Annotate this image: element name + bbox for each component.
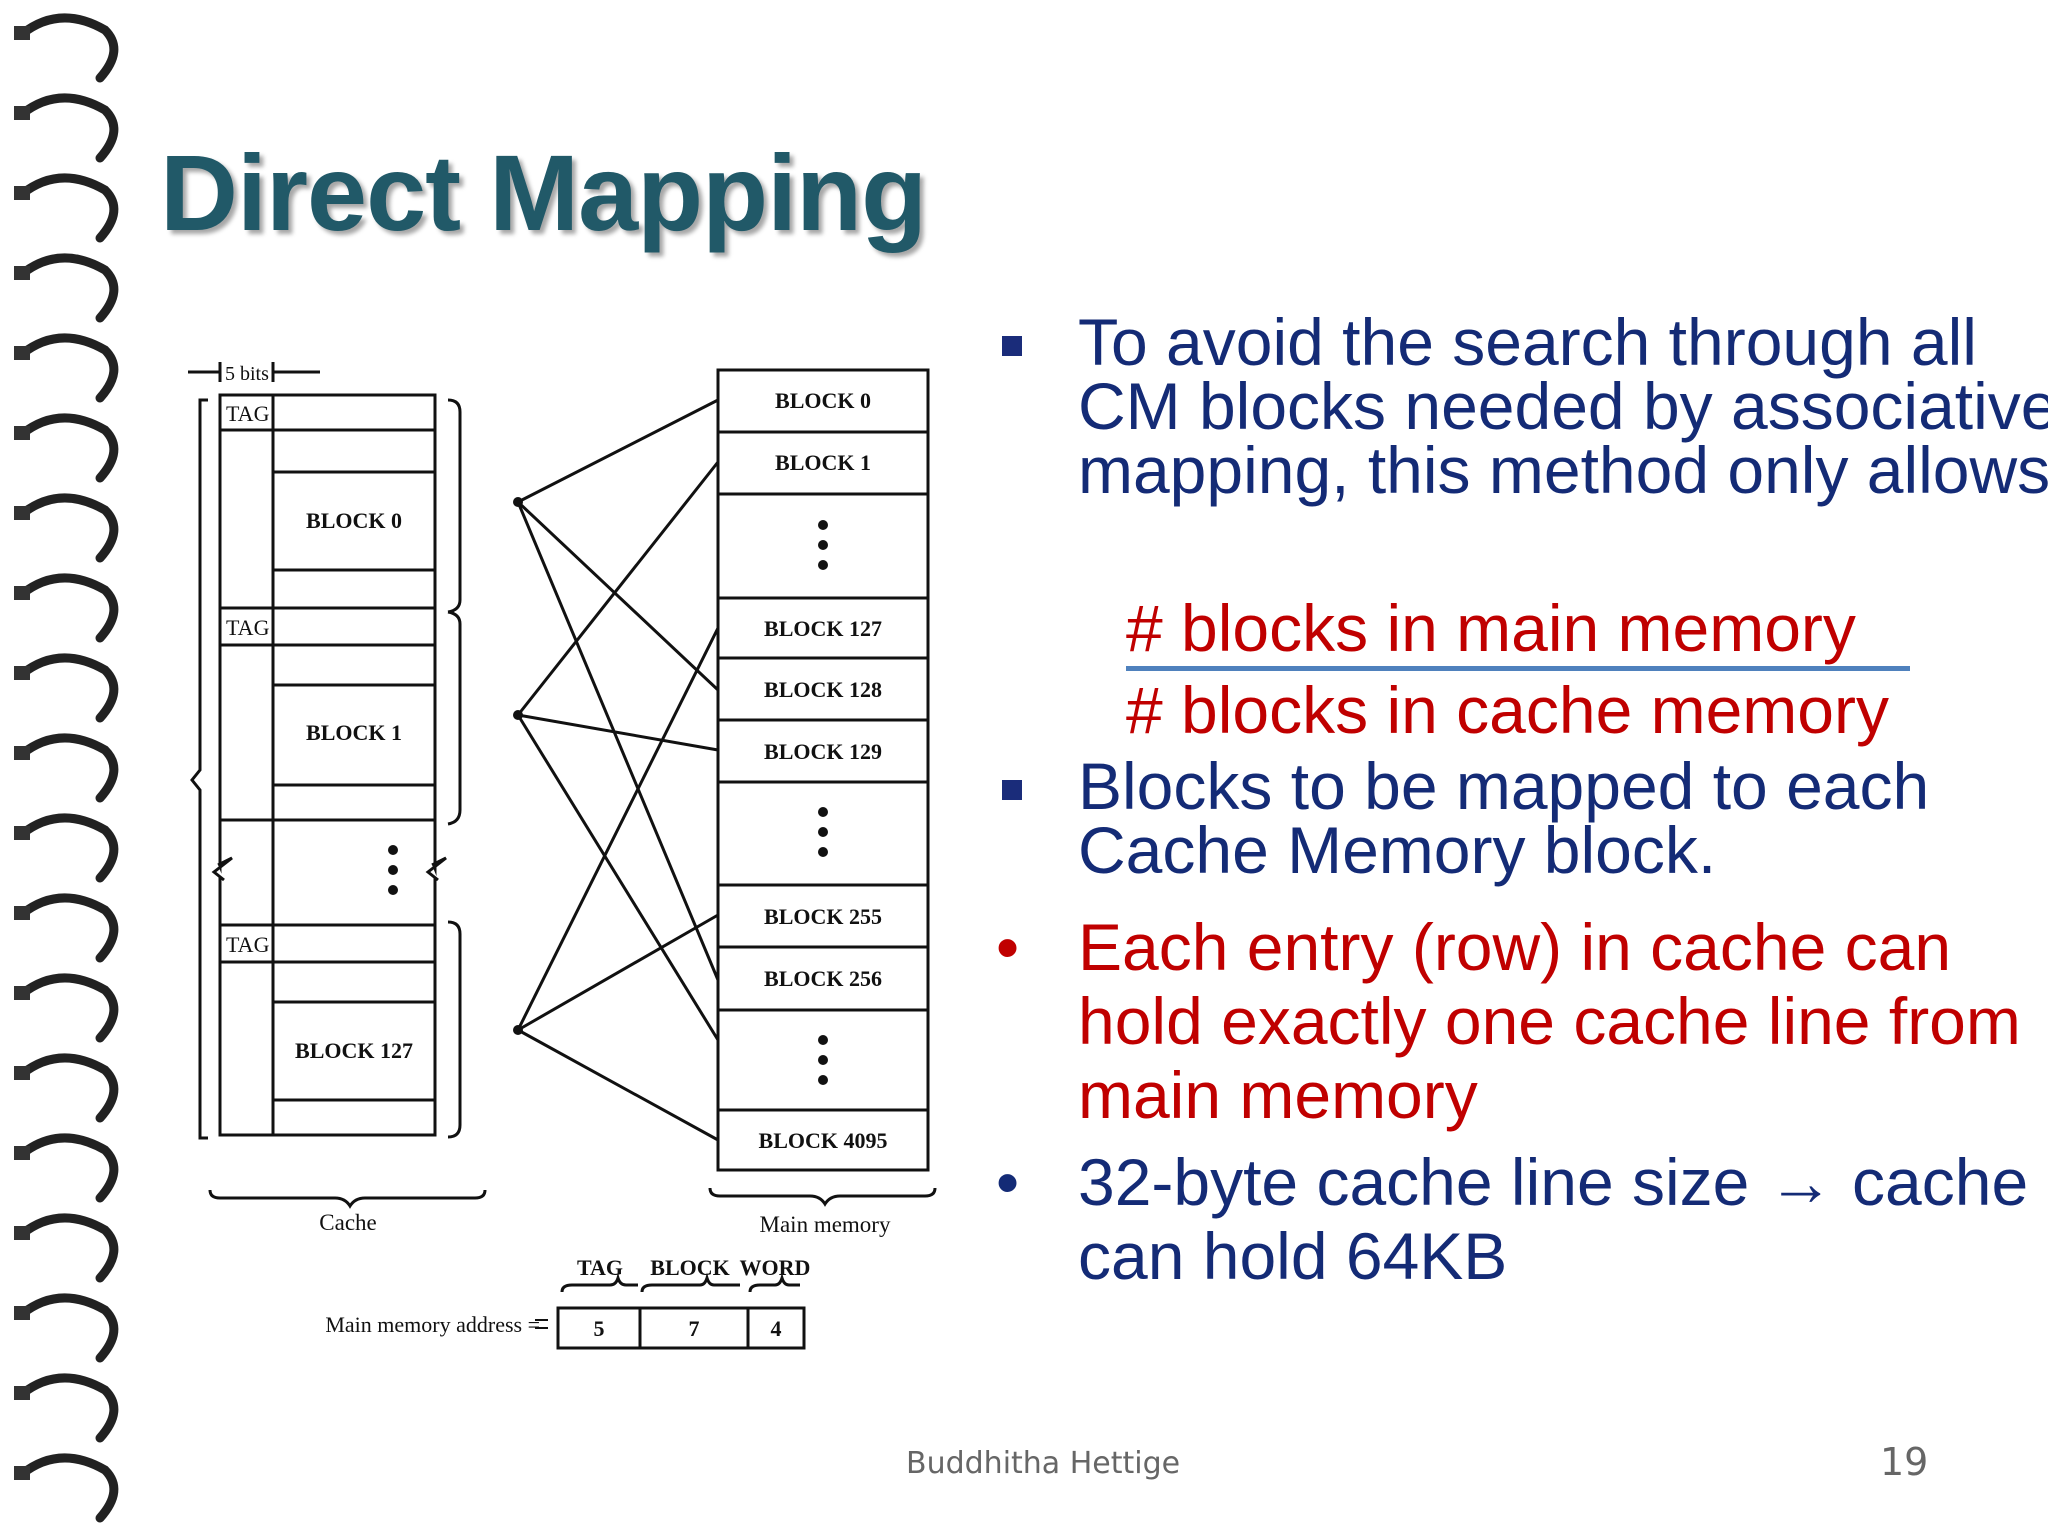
spiral-ring (17, 1133, 119, 1203)
memory-block-label: BLOCK 128 (764, 677, 882, 702)
cache-block-label: BLOCK 0 (306, 508, 402, 533)
spiral-hole (14, 1226, 30, 1240)
memory-block-label: BLOCK 129 (764, 739, 882, 764)
spiral-hole (14, 826, 30, 840)
spiral-hole (14, 266, 30, 280)
bullet-text: Blocks to be mapped to each Cache Memory… (1078, 749, 1930, 887)
spiral-hole (14, 426, 30, 440)
bits-width-label: 5 bits (225, 363, 269, 385)
spiral-hole (14, 1466, 30, 1480)
spiral-hole (14, 1386, 30, 1400)
round-bullet-icon: • (996, 1145, 1020, 1219)
round-bullet-icon: • (996, 910, 1020, 984)
spiral-ring (17, 893, 119, 963)
spiral-hole (14, 1066, 30, 1080)
footer-author: Buddhitha Hettige (906, 1446, 1181, 1481)
address-field-bits: 4 (771, 1316, 782, 1341)
spiral-ring (17, 733, 119, 803)
spiral-ring (17, 333, 119, 403)
fraction-numerator: # blocks in main memory (1126, 591, 1856, 665)
cache-tag-label: TAG (226, 615, 270, 640)
cache-tag-label: TAG (226, 401, 270, 426)
memory-block-label: BLOCK 255 (764, 904, 882, 929)
spiral-ring (17, 13, 119, 83)
spiral-ring (17, 1373, 119, 1443)
memory-block-label: BLOCK 1 (775, 450, 871, 475)
spiral-hole (14, 986, 30, 1000)
slide-title: Direct Mapping (160, 132, 927, 253)
cache-block-label: BLOCK 127 (295, 1038, 413, 1063)
spiral-ring (17, 93, 119, 163)
spiral-ring (17, 413, 119, 483)
memory-block-label: BLOCK 4095 (759, 1128, 888, 1153)
address-field-bits: 7 (689, 1316, 700, 1341)
bullet-text: To avoid the search through all CM block… (1078, 305, 2048, 507)
bullet-text: Each entry (row) in cache can hold exact… (1078, 910, 2021, 1132)
spiral-ring (17, 653, 119, 723)
notebook-spiral-binding (14, 13, 119, 1523)
spiral-hole (14, 186, 30, 200)
memory-block-label: BLOCK 127 (764, 616, 882, 641)
spiral-hole (14, 26, 30, 40)
memory-block-label: BLOCK 0 (775, 388, 871, 413)
spiral-ring (17, 973, 119, 1043)
spiral-ring (17, 253, 119, 323)
spiral-hole (14, 346, 30, 360)
spiral-hole (14, 506, 30, 520)
spiral-hole (14, 746, 30, 760)
address-field-name: WORD (740, 1255, 811, 1280)
address-label: Main memory address = (325, 1312, 540, 1337)
spiral-ring (17, 173, 119, 243)
square-bullet-icon (1002, 336, 1022, 356)
spiral-hole (14, 666, 30, 680)
page-number: 19 (1880, 1440, 1929, 1484)
cache-caption: Cache (319, 1210, 376, 1235)
spiral-ring (17, 493, 119, 563)
address-field-name: TAG (577, 1255, 623, 1280)
cache-block-label: BLOCK 1 (306, 720, 402, 745)
spiral-hole (14, 586, 30, 600)
spiral-hole (14, 906, 30, 920)
direct-mapping-diagram: 5 bits TAG TAG TAG BLOCK 0 BLOCK 1 BLOCK… (188, 362, 937, 1350)
memory-block-label: BLOCK 256 (764, 966, 882, 991)
spiral-ring (17, 1053, 119, 1123)
address-field-name: BLOCK (650, 1255, 729, 1280)
address-field-bits: 5 (594, 1316, 605, 1341)
spiral-ring (17, 813, 119, 883)
spiral-ring (17, 1293, 119, 1363)
fraction-bar (1126, 666, 1910, 671)
cache-tag-label: TAG (226, 932, 270, 957)
bullet-text: 32-byte cache line size → cache can hold… (1078, 1145, 2029, 1293)
spiral-hole (14, 106, 30, 120)
spiral-ring (17, 1213, 119, 1283)
spiral-ring (17, 1453, 119, 1523)
main-memory-caption: Main memory (760, 1212, 891, 1237)
fraction-denominator: # blocks in cache memory (1126, 673, 1889, 747)
spiral-ring (17, 573, 119, 643)
square-bullet-icon (1002, 780, 1022, 800)
spiral-hole (14, 1146, 30, 1160)
spiral-hole (14, 1306, 30, 1320)
